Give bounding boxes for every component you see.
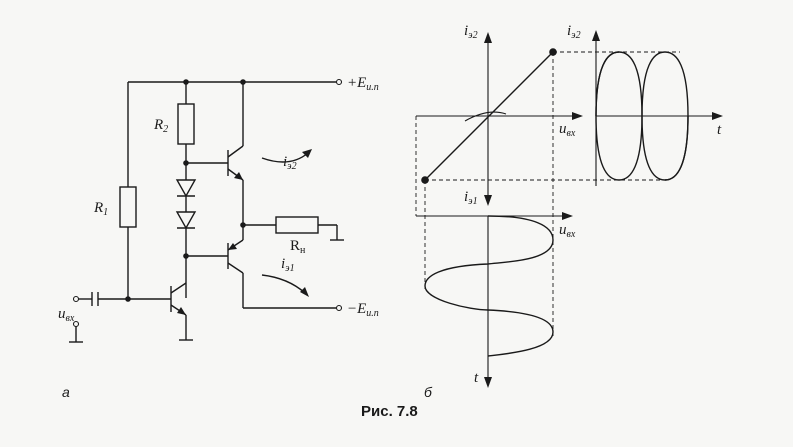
label-ie2: iэ2 (283, 154, 297, 172)
resistor-r1 (119, 186, 137, 228)
label-part-a: а (62, 384, 70, 400)
current-arrow-ie1 (261, 274, 306, 294)
input-waveform (424, 215, 554, 357)
current-arrow-ie2 (261, 152, 309, 163)
label-ie1: iэ1 (281, 256, 295, 274)
circuit-diagram: +Eи.п −Eи.п R1 R2 Rн uвх iэ2 iэ1 а (58, 75, 379, 400)
input-terminal (72, 295, 80, 303)
resistor-r2 (177, 103, 195, 145)
label-r1: R1 (93, 200, 108, 218)
label-ie1-axis: iэ1 (464, 189, 478, 207)
figure-caption: Рис. 7.8 (361, 403, 418, 420)
label-rload: Rн (290, 238, 306, 256)
positive-supply-terminal (335, 78, 343, 86)
label-part-b: б (424, 384, 433, 400)
label-ie2-output: iэ2 (567, 23, 581, 41)
label-ie2-axis: iэ2 (464, 23, 478, 41)
diode-1 (175, 179, 197, 198)
diode-2 (175, 211, 197, 230)
label-input: uвх (58, 306, 75, 324)
resistor-load (275, 216, 319, 234)
label-t-output: t (717, 122, 722, 138)
junction-dot (125, 296, 131, 302)
label-uvx-transfer: uвх (559, 121, 576, 139)
graphs: iэ2 iэ1 uвх iэ2 t uвх t б (415, 23, 723, 400)
label-r2: R2 (153, 117, 168, 135)
transfer-characteristic (424, 51, 554, 181)
label-supply-positive: +Eи.п (347, 75, 379, 93)
label-supply-negative: −Eи.п (347, 301, 379, 319)
label-t-input: t (474, 370, 479, 386)
negative-supply-terminal (335, 304, 343, 312)
label-uvx-input: uвх (559, 222, 576, 240)
